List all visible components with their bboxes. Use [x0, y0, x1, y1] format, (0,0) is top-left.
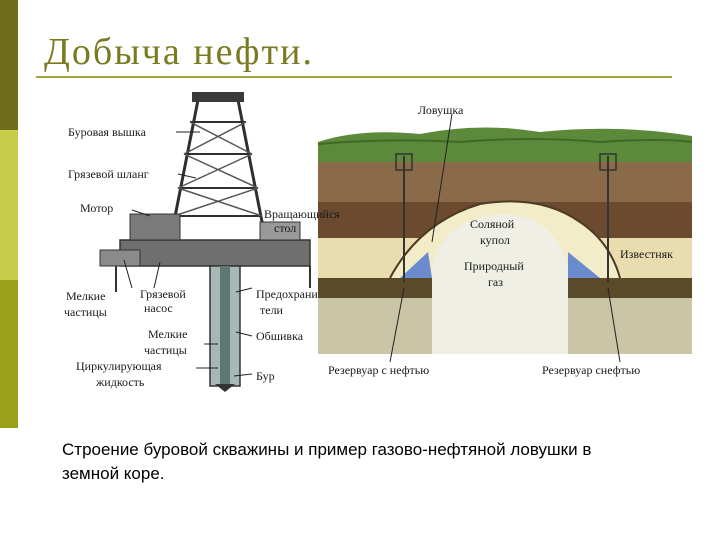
label-small-particles-left-line1: Мелкие: [66, 289, 105, 303]
label-natural-gas-line2: газ: [488, 275, 503, 289]
label-mud-pump-line1: Грязевой: [140, 287, 186, 301]
slide-caption: Строение буровой скважины и пример газов…: [62, 440, 592, 483]
label-limestone: Известняк: [620, 247, 673, 261]
label-mud-hose: Грязевой шланг: [68, 167, 149, 181]
title-divider: [36, 76, 672, 78]
label-mud-pump-line2: насос: [144, 301, 173, 315]
label-rotary-table-line2: стол: [274, 221, 296, 235]
label-circulating-fluid-line2: жидкость: [95, 375, 145, 389]
label-oil-reservoir-left: Резервуар с нефтью: [328, 363, 429, 377]
label-small-particles-mid-line1: Мелкие: [148, 327, 187, 341]
label-oil-reservoir-right: Резервуар снефтью: [542, 363, 640, 377]
label-trap: Ловушка: [418, 103, 464, 117]
label-rotary-table-line1: Вращающийся: [264, 207, 340, 221]
oil-extraction-diagram: Ловушка Соляной купол Природный газ Изве…: [64, 92, 693, 392]
side-bar-middle: [0, 130, 18, 280]
label-small-particles-mid-line2: частицы: [144, 343, 187, 357]
label-drill-bit: Бур: [256, 369, 275, 383]
label-motor: Мотор: [80, 201, 113, 215]
label-circulating-fluid-line1: Циркулирующая: [76, 359, 162, 373]
drilling-rig: Буровая вышка Грязевой шланг Мотор Враща…: [64, 92, 340, 392]
label-salt-dome-line1: Соляной: [470, 217, 515, 231]
label-salt-dome-line2: купол: [480, 233, 510, 247]
side-bar-top: [0, 0, 18, 130]
label-small-particles-left-line2: частицы: [64, 305, 107, 319]
label-preventers-line1: Предохрани: [256, 287, 318, 301]
label-preventers-line2: тели: [260, 303, 284, 317]
label-natural-gas-line1: Природный: [464, 259, 524, 273]
side-bar-bottom: [0, 280, 18, 428]
trap-cross-section: Ловушка Соляной купол Природный газ Изве…: [317, 103, 693, 377]
label-derrick: Буровая вышка: [68, 125, 147, 139]
slide-title: Добыча нефти.: [44, 31, 314, 73]
label-casing: Обшивка: [256, 329, 304, 343]
